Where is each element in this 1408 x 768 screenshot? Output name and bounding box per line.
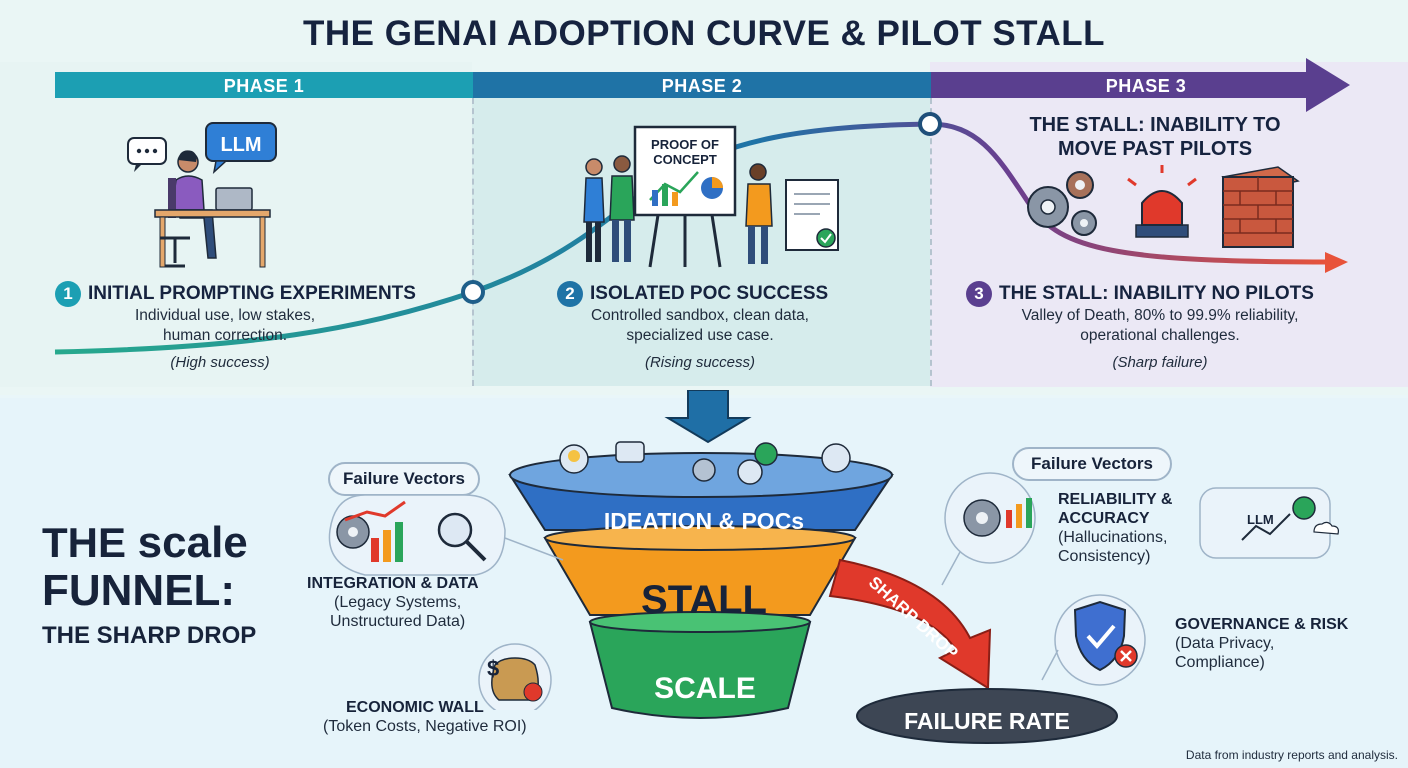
economic-wall-title: ECONOMIC WALL bbox=[346, 699, 484, 716]
step-2-description: Controlled sandbox, clean data,specializ… bbox=[590, 307, 809, 344]
phase-1-panel bbox=[0, 62, 472, 387]
funnel-bottom-layer bbox=[588, 621, 812, 719]
phase-arrow-head bbox=[1306, 58, 1350, 112]
economic-wall-detail: (Token Costs, Negative ROI) bbox=[323, 718, 527, 735]
step-3-description: Valley of Death, 80% to 99.9% reliabilit… bbox=[1021, 307, 1299, 344]
funnel-title-line1: THE scale bbox=[42, 518, 248, 567]
stall-icons bbox=[1027, 165, 1300, 248]
dollar-sign-glyph: $ bbox=[487, 656, 500, 681]
phase-1-bar bbox=[55, 72, 473, 98]
broken-gear-icon bbox=[963, 498, 1032, 537]
phase-divider bbox=[930, 98, 932, 386]
scale-funnel-graphic bbox=[508, 390, 1118, 744]
funnel-subtitle: THE SHARP DROP bbox=[42, 622, 257, 649]
failure-rate-label: FAILURE RATE bbox=[904, 708, 1070, 734]
governance-risk-detail: (Data Privacy,Compliance) bbox=[1175, 635, 1275, 671]
phase-1-label: PHASE 1 bbox=[223, 76, 305, 96]
llm-monitor-icon bbox=[1241, 496, 1339, 541]
funnel-middle-label: STALL bbox=[641, 578, 767, 622]
money-bag-icon bbox=[491, 657, 543, 702]
adoption-curve-graphic bbox=[54, 58, 1350, 355]
step-1-note: (High success) bbox=[170, 354, 270, 371]
failure-rate-pit bbox=[856, 688, 1118, 744]
gear-chart-icon bbox=[336, 500, 406, 562]
phase-2-label: PHASE 2 bbox=[661, 76, 743, 96]
down-arrow-icon bbox=[664, 390, 752, 444]
person-at-laptop-illustration bbox=[127, 122, 277, 268]
funnel-bottom-label: SCALE bbox=[654, 672, 756, 705]
curve-node bbox=[918, 112, 942, 136]
page-title: THE GENAI ADOPTION CURVE & PILOT STALL bbox=[303, 14, 1105, 53]
failure-vectors-badge-right: Failure Vectors bbox=[1012, 447, 1172, 481]
failure-vectors-badge-left: Failure Vectors bbox=[328, 462, 480, 496]
reliability-accuracy-title: RELIABILITY &ACCURACY bbox=[1058, 491, 1173, 527]
integration-data-title: INTEGRATION & DATA bbox=[307, 575, 479, 592]
step-1-description: Individual use, low stakes,human correct… bbox=[134, 307, 316, 344]
phase-3-bar bbox=[931, 72, 1306, 98]
right-vector-bubbles bbox=[941, 472, 1339, 686]
integration-data-detail: (Legacy Systems,Unstructured Data) bbox=[330, 594, 466, 630]
adoption-curve-line bbox=[54, 121, 1331, 355]
magnifier-data-icon bbox=[437, 512, 487, 562]
funnel-top-label: IDEATION & POCs bbox=[603, 508, 805, 534]
llm-bubble-label: LLM bbox=[220, 134, 262, 156]
phase-divider bbox=[472, 98, 474, 386]
source-footnote: Data from industry reports and analysis. bbox=[1185, 748, 1398, 762]
curve-arrow-head bbox=[1325, 252, 1348, 273]
step-3-note: (Sharp failure) bbox=[1112, 354, 1208, 371]
proof-of-concept-illustration bbox=[583, 125, 839, 268]
funnel-title-line2: FUNNEL: bbox=[42, 566, 236, 615]
llm-chart-label: LLM bbox=[1247, 512, 1274, 527]
gears-icon bbox=[1027, 171, 1097, 236]
left-vector-bubbles bbox=[328, 494, 564, 710]
brick-wall-icon bbox=[1221, 166, 1300, 248]
reliability-accuracy-detail: (Hallucinations,Consistency) bbox=[1058, 529, 1168, 565]
stall-heading: THE STALL: INABILITY TO MOVE PAST PILOTS bbox=[1029, 114, 1281, 160]
phase-2-bar bbox=[473, 72, 931, 98]
sharp-drop-arrow bbox=[828, 558, 992, 690]
phase-3-label: PHASE 3 bbox=[1105, 76, 1187, 96]
llm-bubble bbox=[205, 122, 277, 162]
poc-board-label: PROOF OF CONCEPT bbox=[651, 137, 719, 167]
shield-check-icon bbox=[1073, 600, 1138, 672]
alarm-siren-icon bbox=[1127, 165, 1197, 238]
step-2-note: (Rising success) bbox=[644, 354, 756, 371]
curve-node bbox=[461, 280, 485, 304]
funnel-icons bbox=[559, 441, 851, 485]
governance-risk-title: GOVERNANCE & RISK bbox=[1175, 616, 1349, 633]
